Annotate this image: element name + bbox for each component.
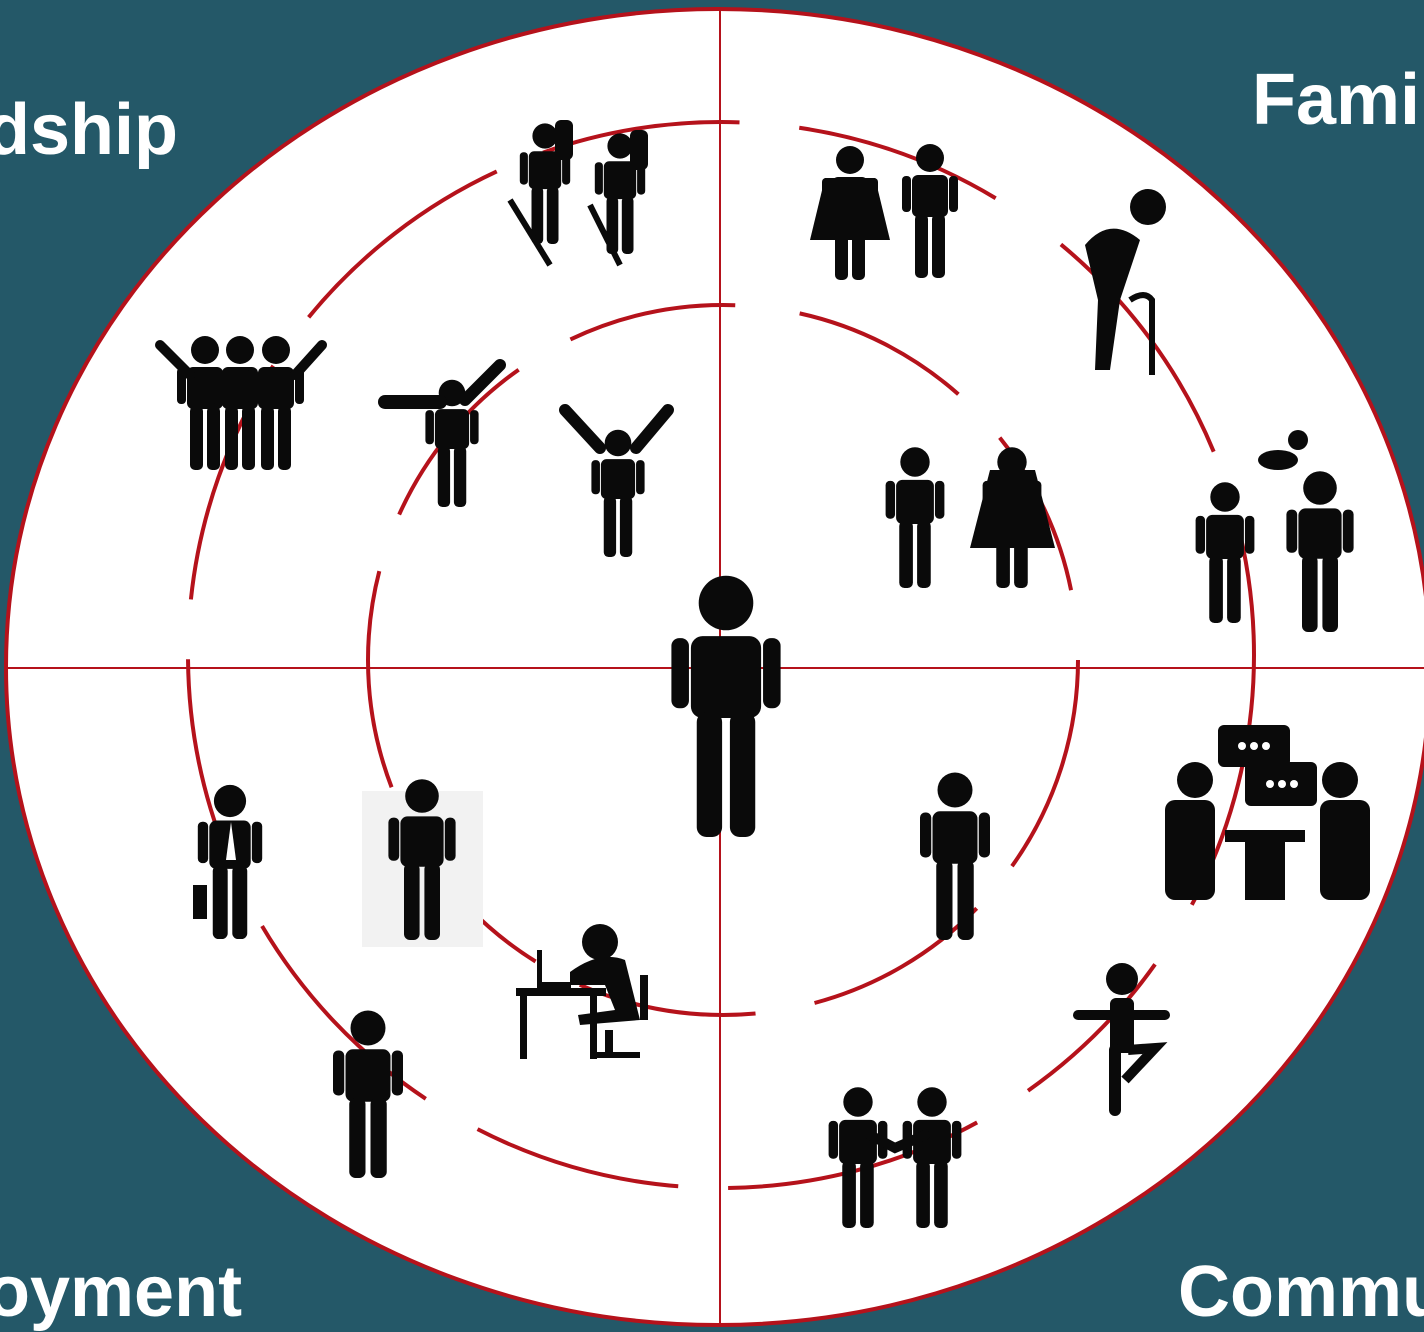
friendship-label: dship: [0, 90, 178, 170]
employment-label: oyment: [0, 1252, 243, 1332]
businessman-icon: [193, 784, 263, 939]
hikers-icon: [507, 120, 648, 267]
laptop-worker-icon: [516, 924, 648, 1059]
middle-ring: [186, 120, 1256, 1190]
yoga-person-icon: [1073, 963, 1170, 1116]
elderly-person-icon: [1085, 189, 1166, 375]
community-label: Commu: [1178, 1252, 1424, 1332]
meeting-chat-icon: [1165, 725, 1370, 900]
parents-baby-icon: [1195, 430, 1354, 632]
pointing-person-icon: [378, 359, 506, 507]
man-woman-icon: [885, 447, 1055, 588]
person-photo-frame: [362, 791, 483, 947]
inner-ring: [366, 303, 1080, 1017]
handshake-icon: [828, 1087, 962, 1228]
couple-icon: [810, 144, 958, 280]
three-friends-icon: [155, 336, 327, 470]
cheering-person-icon: [559, 404, 674, 557]
family-label: Fami: [1252, 60, 1421, 140]
